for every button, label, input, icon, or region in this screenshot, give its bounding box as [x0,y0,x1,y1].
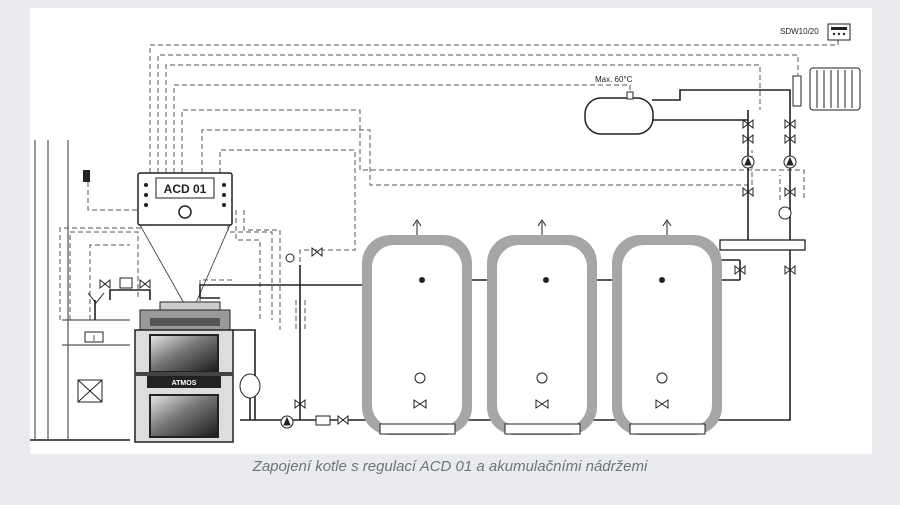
atmos-boiler: ATMOS [134,301,234,443]
air-flap-icon [77,379,103,403]
controller-knob-icon [178,205,192,219]
room-unit-icon [827,23,851,41]
accumulation-tank-3 [612,219,722,435]
controller-leader-lines [139,224,231,306]
boiler-circuit-fittings [87,246,349,429]
controller-label: ACD 01 [164,182,207,196]
expansion-vessel [584,91,654,135]
accumulation-tank-1 [362,219,472,435]
boiler-brand: ATMOS [172,380,197,387]
building-wall [30,140,130,441]
hydraulic-manifold [719,239,806,251]
room-unit-label: SDW10/20 [780,27,819,36]
accumulation-tank-2 [487,219,597,435]
heating-circuit-fittings [734,118,797,276]
outdoor-sensor-icon [83,170,90,182]
wall-terminal-box [84,331,104,343]
max-temp-label: Max. 60°C [595,75,633,84]
diagram-caption: Zapojení kotle s regulací ACD 01 a akumu… [252,458,648,475]
radiator-icon [792,67,861,111]
acd01-controller: ACD 01 [137,172,233,226]
terminal-mark: I [93,334,95,343]
